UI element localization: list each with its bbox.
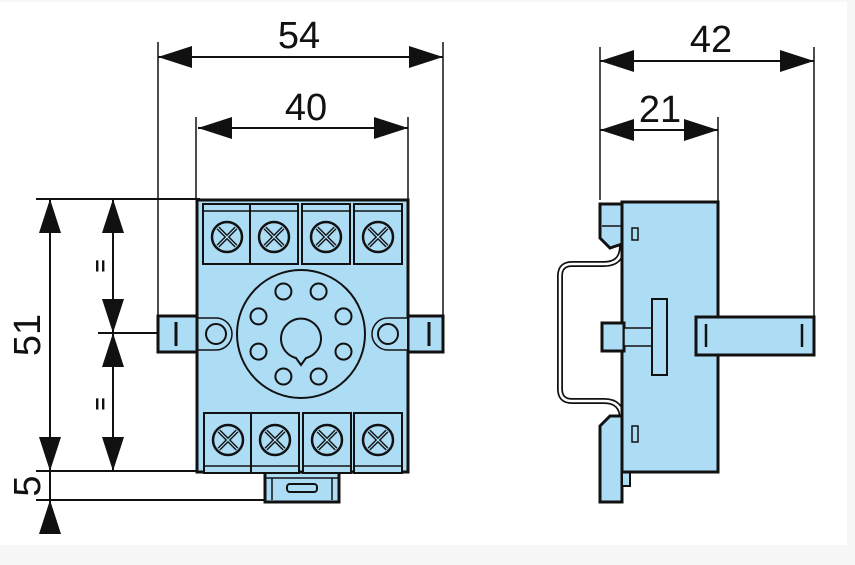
arrow-down-icon — [102, 299, 124, 333]
pin-holes — [249, 282, 353, 386]
dim-label-5: 5 — [7, 475, 49, 496]
arrow-right-icon — [780, 50, 814, 72]
front-view: 54 40 51 5 — [7, 15, 445, 534]
terminal-screw-icon — [202, 411, 254, 475]
terminal-screw-icon — [249, 411, 301, 475]
arrow-right-icon — [684, 119, 718, 141]
pin-hole-icon — [249, 342, 268, 361]
dim-label-54: 54 — [278, 15, 320, 57]
side-view: 42 21 — [557, 19, 816, 504]
terminal-screw-icon — [300, 202, 352, 266]
side-slot-top — [631, 227, 639, 241]
arrow-up-icon — [39, 500, 61, 534]
arrow-left-icon — [600, 119, 634, 141]
dimension-5: 5 — [7, 471, 61, 534]
din-foot — [263, 468, 341, 504]
dimension-21: 21 — [600, 89, 718, 141]
terminal-screw-icon — [301, 411, 353, 475]
octal-socket — [236, 269, 366, 399]
side-pin-head — [651, 298, 668, 376]
arrow-down-icon — [39, 437, 61, 471]
foot-slot — [286, 483, 318, 493]
pin-hole-icon — [309, 367, 328, 386]
mounting-hole-right — [371, 317, 408, 351]
terminal-screw-icon — [352, 411, 404, 475]
pin-hole-icon — [334, 307, 353, 326]
dimension-equal-bottom: = — [88, 333, 124, 471]
arrow-left-icon — [198, 117, 232, 139]
arrow-left-icon — [158, 46, 192, 68]
terminal-screw-icon — [201, 202, 253, 266]
dimension-54: 54 — [158, 15, 443, 68]
pin-hole-icon — [334, 342, 353, 361]
mounting-hole-left — [198, 317, 234, 351]
terminal-row-top — [201, 202, 404, 266]
center-key-hole — [280, 317, 322, 367]
drawing-sheet: 54 40 51 5 — [0, 2, 847, 545]
arrow-up-icon — [102, 199, 124, 233]
arrow-up-icon — [39, 199, 61, 233]
side-slot-bottom — [631, 425, 639, 443]
pin-hole-icon — [274, 282, 293, 301]
dim-label-21: 21 — [639, 89, 681, 131]
dim-label-40: 40 — [285, 87, 327, 129]
arrow-right-icon — [409, 46, 443, 68]
side-pin-shaft — [623, 327, 653, 347]
rail-clip-bottom — [598, 414, 624, 504]
dimension-42: 42 — [600, 19, 814, 72]
pin-hole-icon — [274, 367, 293, 386]
terminal-screw-icon — [352, 202, 404, 266]
arrow-right-icon — [374, 117, 408, 139]
dimension-equal-top: = — [88, 199, 124, 333]
pin-hole-icon — [309, 282, 328, 301]
terminal-row-bottom — [202, 411, 404, 475]
arrow-up-icon — [102, 333, 124, 367]
dim-label-equal-top: = — [88, 260, 113, 273]
pin-hole-icon — [249, 307, 268, 326]
dim-label-42: 42 — [690, 19, 732, 61]
dim-label-equal-bottom: = — [88, 398, 113, 411]
side-pin-stub — [600, 321, 626, 353]
side-mounting-ear — [694, 315, 816, 357]
dimension-40: 40 — [198, 87, 408, 139]
arrow-down-icon — [102, 437, 124, 471]
dimension-51: 51 — [7, 199, 61, 471]
dim-label-51: 51 — [7, 314, 49, 356]
arrow-left-icon — [600, 50, 634, 72]
terminal-screw-icon — [248, 202, 300, 266]
